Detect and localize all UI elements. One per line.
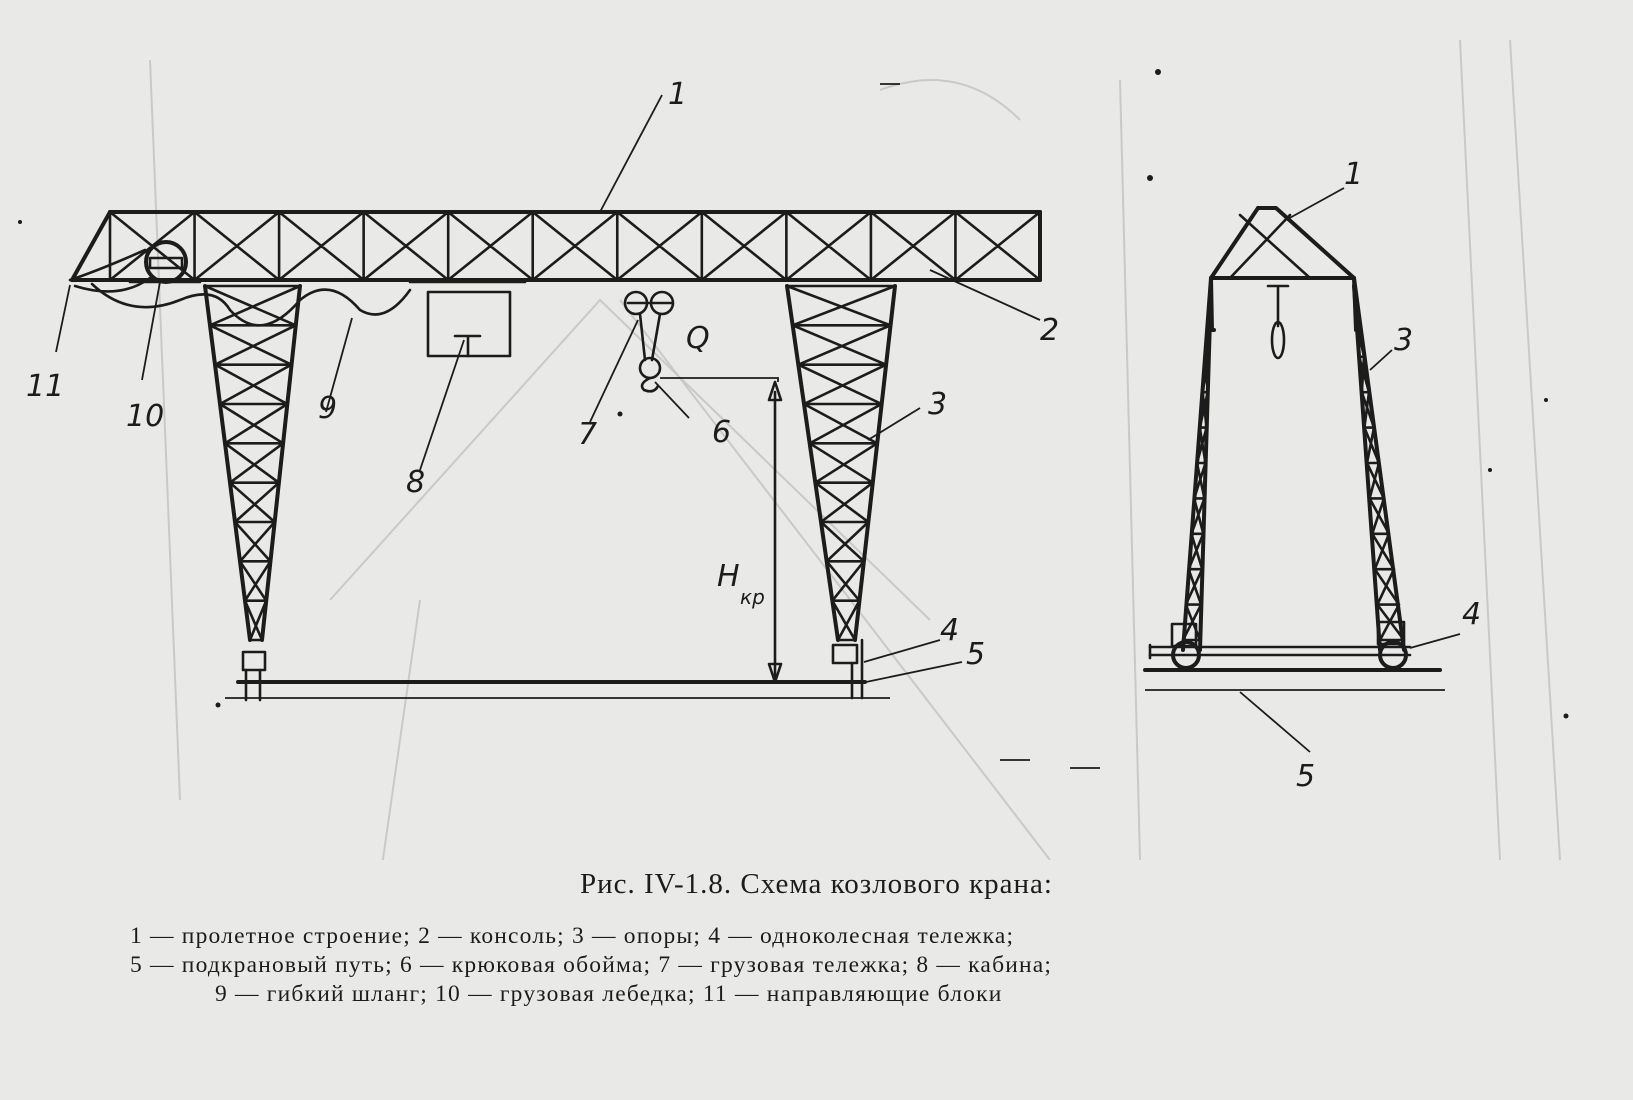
legend-line-3: 9 — гибкий шланг; 10 — грузовая лебедка;…	[215, 981, 1003, 1007]
side-view: 1 3 4 5	[1143, 157, 1481, 794]
figure-caption: Рис. IV-1.8. Схема козлового крана:	[579, 868, 1053, 900]
callout-3-support: 3	[928, 387, 947, 422]
legend-line-2: 5 — подкрановый путь; 6 — крюковая обойм…	[130, 952, 1053, 978]
load-label: Q	[686, 321, 710, 356]
height-label: H	[717, 559, 740, 594]
side-callout-1: 1	[1344, 157, 1363, 192]
side-a-frame	[1181, 206, 1406, 652]
background-bleed-through	[149, 39, 1561, 860]
operator-cabin	[408, 280, 527, 358]
hook-block	[638, 356, 779, 393]
figure-legend: 1 — пролетное строение; 2 — консоль; 3 —…	[120, 922, 1400, 1009]
span-truss	[70, 210, 1042, 282]
side-callout-5: 5	[1296, 759, 1315, 794]
callout-9-flexible-hose: 9	[318, 391, 337, 426]
cargo-trolley	[623, 290, 675, 362]
side-callout-3: 3	[1394, 323, 1413, 358]
callout-8-cabin: 8	[406, 465, 425, 500]
gantry-crane-drawing: H кр Q 1 2 3 4 5 6 7 8 9 10 11	[18, 39, 1569, 860]
leader-lines	[55, 94, 1041, 683]
side-rail	[1143, 668, 1445, 691]
callout-7-trolley: 7	[578, 417, 597, 452]
crane-rail	[225, 680, 890, 699]
side-wheels	[1148, 620, 1412, 670]
scan-specks	[18, 69, 1569, 769]
callout-6-hook-block: 6	[712, 415, 731, 450]
side-callout-4: 4	[1462, 597, 1481, 632]
callout-11-guide-blocks: 11	[26, 369, 64, 404]
guide-cable	[68, 248, 152, 293]
callout-5-crane-rail: 5	[966, 637, 985, 672]
right-support-leg	[785, 284, 897, 700]
callout-10-winch: 10	[126, 399, 164, 434]
callout-1-span-structure: 1	[668, 77, 687, 112]
legend-line-1: 1 — пролетное строение; 2 — консоль; 3 —…	[130, 923, 1015, 949]
flexible-hose	[90, 282, 412, 327]
side-hook	[1266, 284, 1290, 360]
height-subscript: кр	[740, 585, 765, 609]
callout-4-single-wheel-bogie: 4	[940, 613, 959, 648]
left-support-leg	[203, 284, 302, 702]
side-leader-lines	[1239, 187, 1461, 753]
callout-2-console: 2	[1040, 313, 1059, 348]
front-view: H кр Q 1 2 3 4 5 6 7 8 9 10 11	[26, 77, 1059, 702]
lifting-height-dimension: H кр	[717, 380, 783, 684]
